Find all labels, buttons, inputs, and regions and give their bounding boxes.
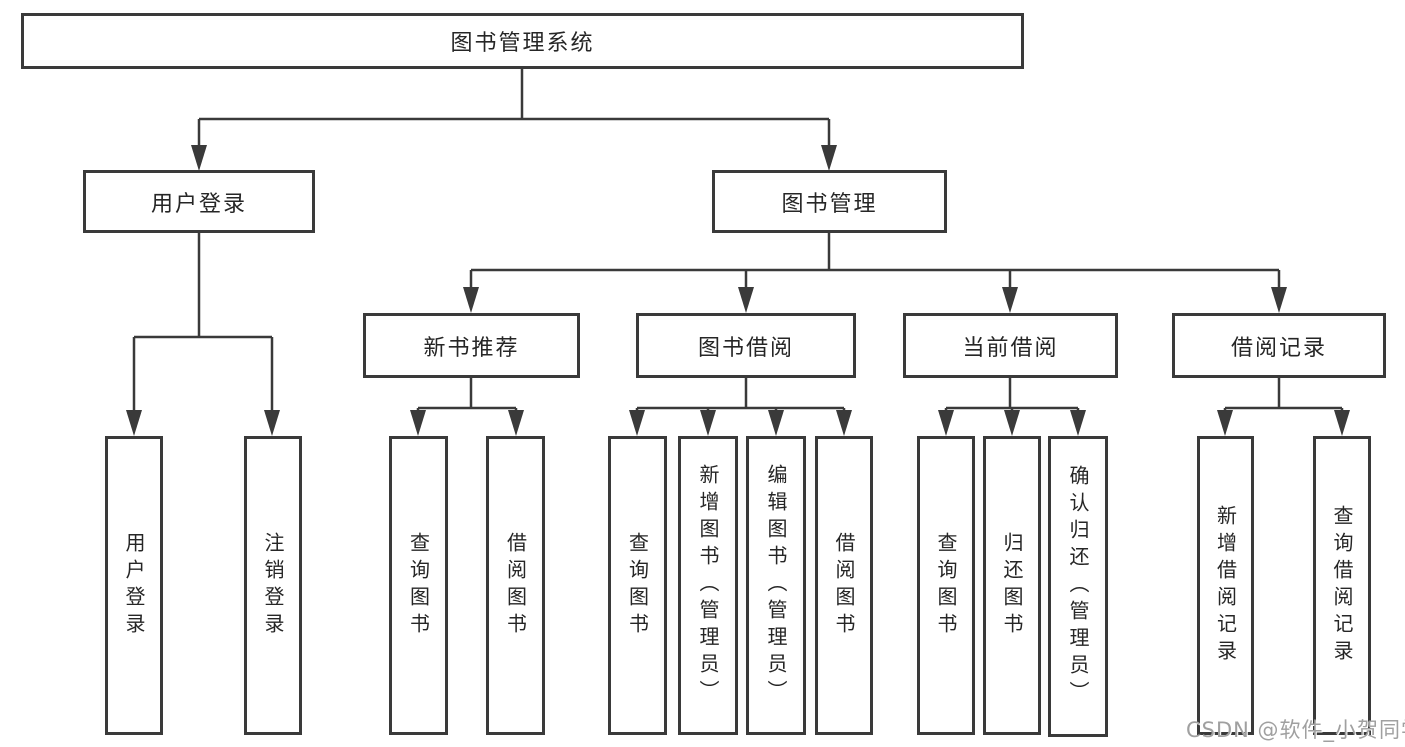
leaf-add-borrow-record-label: 新增借阅记录 xyxy=(1213,504,1238,667)
leaf-add-borrow-record: 新增借阅记录 xyxy=(1197,436,1254,735)
node-user-login-label: 用户登录 xyxy=(150,191,247,217)
node-current-borrow-label: 当前借阅 xyxy=(962,335,1059,361)
leaf-edit-book-admin-label: 编辑图书（管理员） xyxy=(764,464,788,707)
node-book-management-label: 图书管理 xyxy=(781,191,878,217)
leaf-return-book-label: 归还图书 xyxy=(1000,531,1024,640)
leaf-borrow-books: 借阅图书 xyxy=(815,436,873,735)
leaf-return-book: 归还图书 xyxy=(983,436,1041,735)
node-current-borrow: 当前借阅 xyxy=(903,313,1118,378)
node-user-login: 用户登录 xyxy=(83,170,315,233)
leaf-confirm-return-admin: 确认归还（管理员） xyxy=(1048,436,1108,737)
csdn-watermark: CSDN @软件_小贺同学 xyxy=(1186,718,1405,742)
leaf-query-books-current-label: 查询图书 xyxy=(934,531,958,640)
leaf-add-book-admin-label: 新增图书（管理员） xyxy=(696,464,720,707)
node-borrow-records: 借阅记录 xyxy=(1172,313,1386,378)
leaf-logout-label: 注销登录 xyxy=(261,531,285,640)
leaf-borrow-books-recommend: 借阅图书 xyxy=(486,436,545,735)
leaf-query-borrow-record: 查询借阅记录 xyxy=(1313,436,1371,735)
leaf-query-books-borrow: 查询图书 xyxy=(608,436,667,735)
leaf-query-books-recommend-label: 查询图书 xyxy=(406,531,431,640)
leaf-add-book-admin: 新增图书（管理员） xyxy=(678,436,738,735)
leaf-query-books-current: 查询图书 xyxy=(917,436,975,735)
leaf-user-login: 用户登录 xyxy=(105,436,163,735)
leaf-query-books-borrow-label: 查询图书 xyxy=(625,531,650,640)
node-borrow-records-label: 借阅记录 xyxy=(1230,335,1327,361)
leaf-borrow-books-label: 借阅图书 xyxy=(832,531,856,640)
leaf-logout: 注销登录 xyxy=(244,436,302,735)
node-root: 图书管理系统 xyxy=(21,13,1024,69)
leaf-query-books-recommend: 查询图书 xyxy=(389,436,448,735)
node-book-borrow-label: 图书借阅 xyxy=(697,335,794,361)
leaf-confirm-return-admin-label: 确认归还（管理员） xyxy=(1066,465,1090,708)
node-book-management: 图书管理 xyxy=(712,170,947,233)
leaf-edit-book-admin: 编辑图书（管理员） xyxy=(746,436,806,735)
node-new-book-recommend-label: 新书推荐 xyxy=(423,335,520,361)
leaf-query-borrow-record-label: 查询借阅记录 xyxy=(1330,504,1354,667)
node-new-book-recommend: 新书推荐 xyxy=(363,313,580,378)
node-root-label: 图书管理系统 xyxy=(450,31,595,56)
leaf-borrow-books-recommend-label: 借阅图书 xyxy=(503,531,528,640)
leaf-user-login-label: 用户登录 xyxy=(122,531,146,640)
node-book-borrow: 图书借阅 xyxy=(636,313,856,378)
